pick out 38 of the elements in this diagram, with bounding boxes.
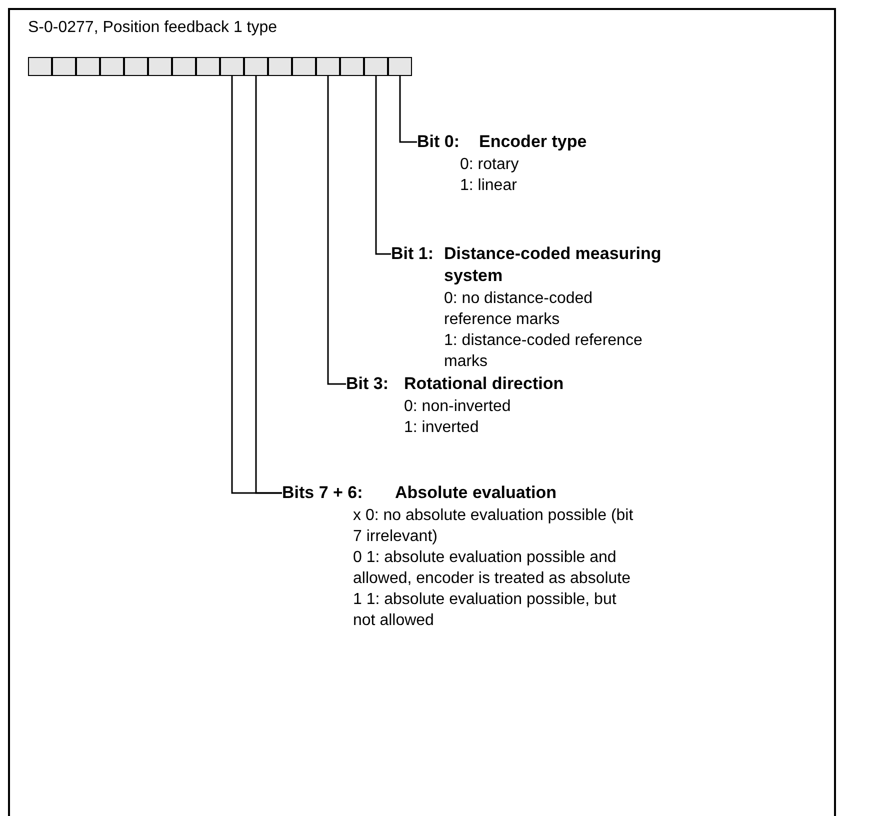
option-text: x 0: no absolute evaluation possible (bit 7 irrelevant) [353, 506, 634, 547]
bit-cell [124, 57, 148, 76]
bit-label: Bits 7 + 6: [282, 482, 363, 503]
bit-label: Bit 3: [346, 373, 388, 394]
option-text: 0 1: absolute evaluation possible and allowed, encoder is treated as absolute [353, 548, 632, 589]
leader-line [375, 76, 391, 255]
option-text: 1: distance-coded reference marks [444, 331, 644, 372]
bit-cell [316, 57, 340, 76]
bit-label: Bit 1: [391, 243, 434, 264]
leader-line [399, 76, 417, 143]
field-title: Absolute evaluation [395, 482, 558, 504]
bit-cell [196, 57, 220, 76]
option-text: 1: inverted [404, 418, 480, 438]
field-title: Encoder type [479, 131, 588, 153]
title: S-0-0277, Position feedback 1 type [28, 19, 278, 37]
bit-cell [148, 57, 172, 76]
option-text: 0: non-inverted [404, 397, 512, 417]
leader-line [327, 76, 346, 385]
bit-cell [172, 57, 196, 76]
bit-cell [340, 57, 364, 76]
option-text: 1 1: absolute evaluation possible, but not allowed [353, 590, 618, 631]
bit-cell [100, 57, 124, 76]
bit-cell [220, 57, 244, 76]
bit-cell [268, 57, 292, 76]
option-text: 1: linear [460, 176, 518, 196]
leader-line [231, 76, 282, 494]
option-text: 0: rotary [460, 155, 520, 175]
bit-cell [388, 57, 412, 76]
bit-cell [52, 57, 76, 76]
bit-cell [76, 57, 100, 76]
bit-cell [292, 57, 316, 76]
option-text: 0: no distance-coded reference marks [444, 289, 594, 330]
bit-label: Bit 0: [417, 131, 460, 152]
bit-cell [364, 57, 388, 76]
bit-cell [28, 57, 52, 76]
field-title: Rotational direction [404, 373, 565, 395]
bit-cell [244, 57, 268, 76]
field-title: Distance-coded measuring system [444, 243, 662, 287]
